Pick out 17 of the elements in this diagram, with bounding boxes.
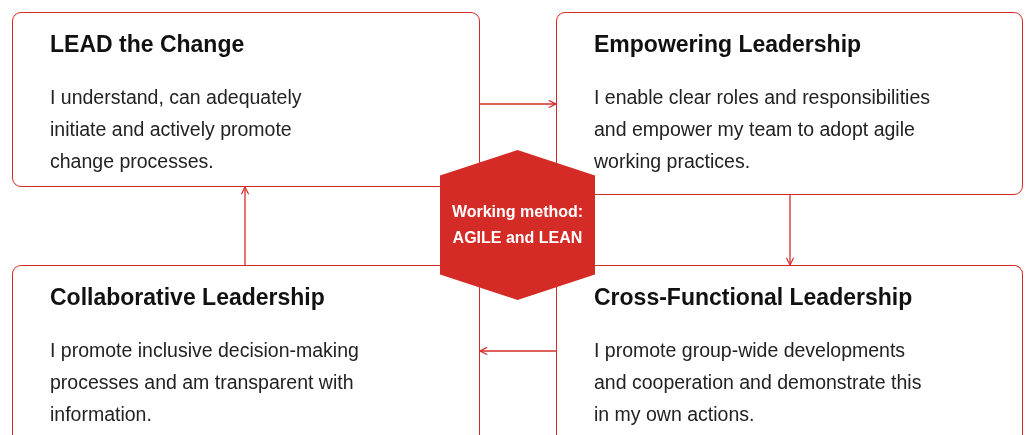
card-description: I promote group-wide developments and cooperation and demonstrate this in my own actions. (594, 338, 923, 427)
card-description: I understand, can adequately initiate and actively promote change processes. (50, 85, 303, 174)
card-title: Collaborative Leadership (50, 284, 325, 311)
card-title: LEAD the Change (50, 31, 245, 58)
card-description: I promote inclusive decision-making processes and am transparent with information. (50, 338, 360, 427)
card-title: Cross-Functional Leadership (594, 284, 913, 311)
arrow (240, 186, 250, 266)
card-box (556, 12, 1023, 195)
card-box (12, 265, 480, 435)
card-description: I enable clear roles and responsibilities and empower my team to adopt agile working practices. (594, 85, 932, 174)
hexagon-label: Working method: AGILE and LEAN (450, 202, 585, 248)
card-title: Empowering Leadership (594, 31, 862, 58)
card-box (556, 265, 1023, 435)
arrow (479, 346, 557, 356)
card-box (12, 12, 480, 187)
arrow (785, 194, 795, 266)
arrow (479, 99, 557, 109)
